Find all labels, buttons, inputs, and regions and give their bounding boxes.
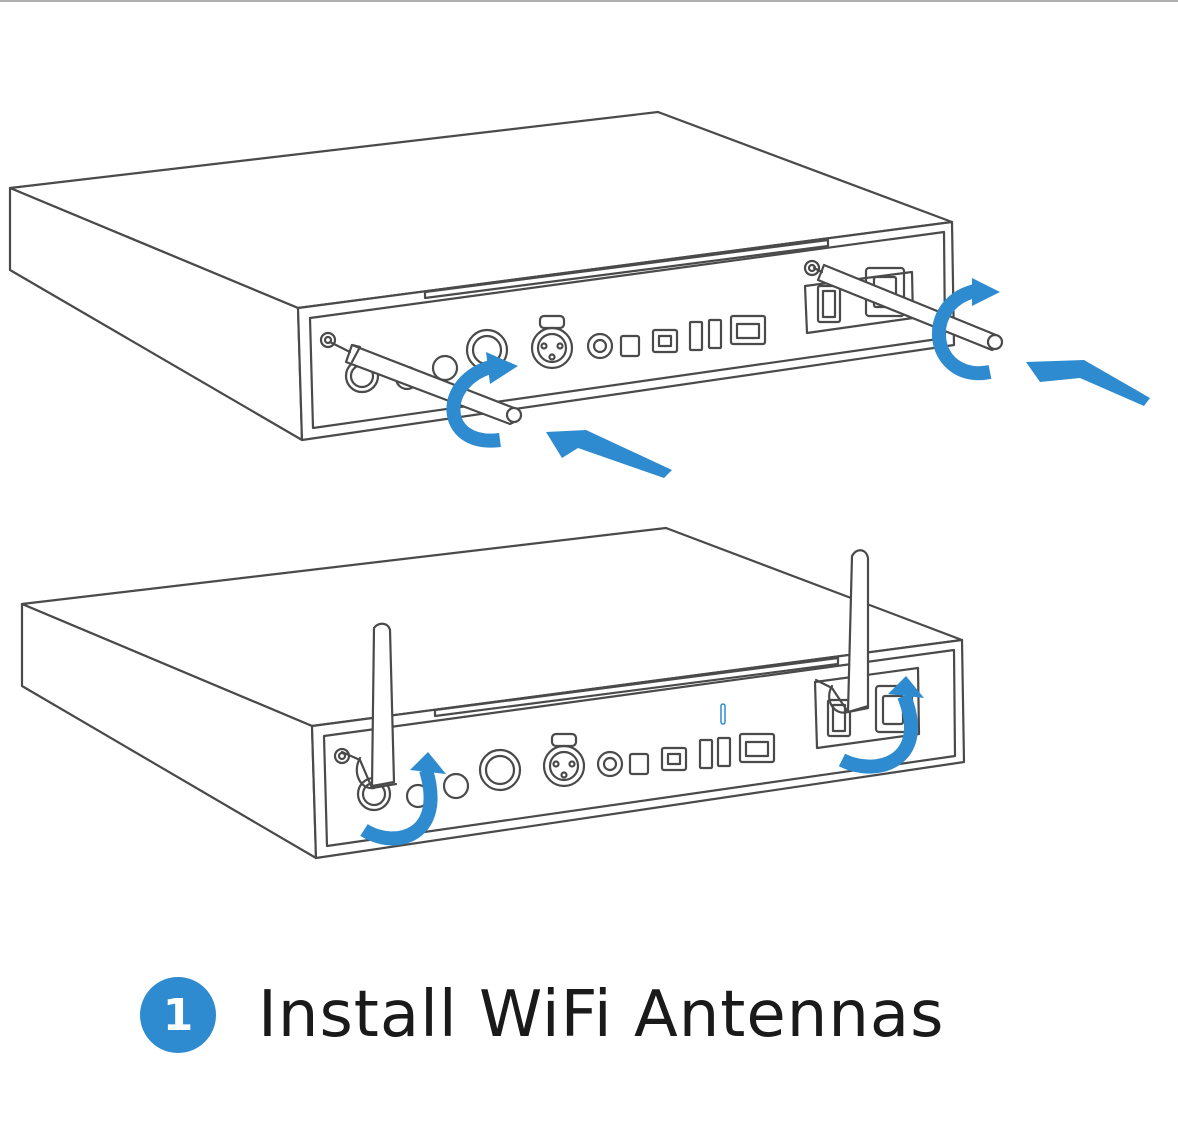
device-unit-bottom (20, 526, 966, 860)
device-unit-top (8, 110, 1150, 478)
ethernet-port-icon (729, 314, 767, 346)
antenna-port-right-icon (803, 259, 821, 277)
rotate-arrow-icon (360, 693, 918, 846)
antenna-port-left-icon (319, 331, 337, 349)
antenna-install-diagram (8, 110, 1150, 860)
top-divider (0, 0, 1178, 2)
step-title: Install WiFi Antennas (258, 978, 945, 1052)
antenna-left-horizontal (328, 340, 523, 426)
rotate-arrow-icon (446, 283, 992, 448)
push-arrow-icon (1026, 360, 1150, 406)
usb-a-port-icon (688, 320, 704, 352)
power-switch-icon (816, 284, 842, 324)
step-caption: 1 Install WiFi Antennas (140, 975, 944, 1055)
step-number-badge: 1 (140, 977, 216, 1053)
coax-connector-icon (586, 332, 614, 360)
usb-b-port-icon (651, 328, 679, 354)
status-led-icon (720, 703, 726, 725)
antenna-right-horizontal (812, 263, 1004, 352)
push-arrow-icon (546, 430, 672, 478)
antenna-left-upright (340, 622, 398, 790)
optical-port-icon (619, 334, 641, 358)
antenna-right-upright (814, 549, 870, 714)
